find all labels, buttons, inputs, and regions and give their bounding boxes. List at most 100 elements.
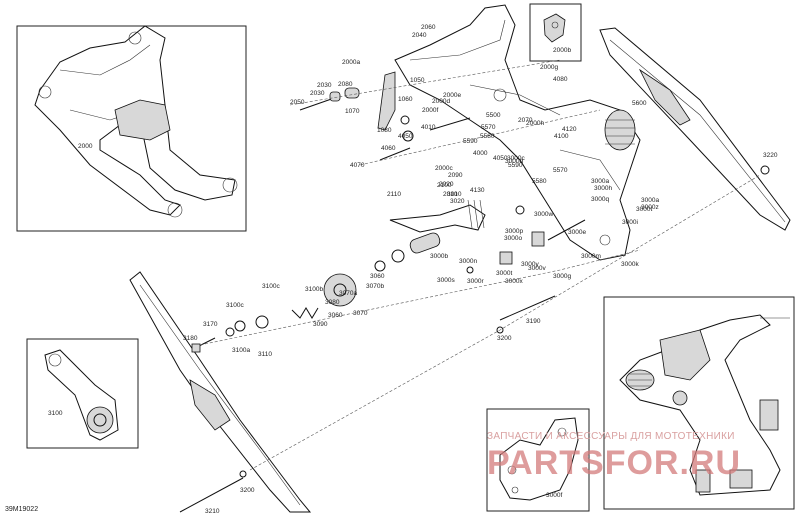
part-label-3100c: 3100c (226, 302, 244, 309)
part-label-2000b: 2000b (553, 47, 571, 54)
part-label-2090: 2090 (448, 172, 463, 179)
part-label-2000g: 2000g (540, 64, 558, 71)
part-label-3060: 3060 (370, 273, 385, 280)
part-label-3070b: 3070b (366, 283, 384, 290)
part-label-5500: 5500 (486, 112, 501, 119)
part-label-4120: 4120 (562, 126, 577, 133)
part-label-3000z: 3000z (641, 204, 659, 211)
part-label-3110: 3110 (258, 351, 272, 358)
part-label-1080: 1080 (377, 127, 392, 134)
watermark-brand: PARTSFOR.RU (487, 444, 741, 482)
part-label-4000: 4000 (473, 150, 488, 157)
part-label-3180: 3180 (183, 335, 198, 342)
part-label-2000e: 2000e (443, 92, 461, 99)
lever-drawing (44, 349, 119, 441)
part-label-1060: 1060 (398, 96, 413, 103)
part-label-4010: 4010 (421, 124, 436, 131)
part-label-2000h: 2000h (526, 120, 544, 127)
part-label-3210: 3210 (205, 508, 220, 515)
part-label-2080: 2080 (338, 81, 353, 88)
part-label-3020: 3020 (450, 198, 465, 205)
part-label-3100b: 3100b (305, 286, 323, 293)
diagram-code: 39M19022 (5, 506, 38, 513)
part-label-4070: 4070 (350, 162, 365, 169)
part-label-3190: 3190 (526, 318, 541, 325)
part-label-3060: 3060 (328, 312, 343, 319)
part-label-5590: 5590 (508, 162, 523, 169)
part-label-3070a: 3070a (339, 290, 357, 297)
clip-drawing (543, 13, 566, 43)
part-label-3000o: 3000o (504, 235, 522, 242)
part-label-3000b: 3000b (430, 253, 448, 260)
part-label-3000f: 3000f (546, 492, 562, 499)
part-label-3000t: 3000t (636, 206, 652, 213)
part-label-3010: 3010 (447, 191, 462, 198)
part-label-4050: 4050 (398, 133, 413, 140)
part-label-3100c: 3100c (262, 283, 280, 290)
part-label-2100: 2100 (437, 182, 452, 189)
part-label-3100: 3100 (48, 410, 63, 417)
exploded-parts-center (179, 71, 770, 513)
part-label-2000f: 2000f (422, 107, 438, 114)
part-label-3100a: 3100a (232, 347, 250, 354)
part-label-4130: 4130 (470, 187, 485, 194)
part-label-3000w: 3000w (534, 211, 553, 218)
part-label-2020: 2020 (439, 181, 454, 188)
part-label-3000c: 3000c (507, 155, 525, 162)
part-label-3200: 3200 (240, 487, 255, 494)
part-label-5580: 5580 (480, 133, 495, 140)
detail-arm-drawing (619, 314, 790, 496)
part-label-3080: 3080 (325, 299, 340, 306)
part-label-3090: 3090 (313, 321, 328, 328)
part-label-1070: 1070 (345, 108, 360, 115)
part-label-3000e: 3000e (568, 229, 586, 236)
part-label-4100: 4100 (554, 133, 569, 140)
inset-lever-box (26, 338, 139, 449)
part-label-5580: 5580 (532, 178, 547, 185)
part-label-3000v: 3000v (528, 265, 546, 272)
part-label-3000q: 3000q (591, 196, 609, 203)
part-label-2030: 2030 (317, 82, 332, 89)
part-label-2070: 2070 (518, 117, 533, 124)
part-label-3000n: 3000n (459, 258, 477, 265)
part-label-3000h: 3000h (594, 185, 612, 192)
rear-arm-drawing (394, 4, 641, 261)
part-label-2000d: 2000d (432, 98, 450, 105)
right-rail-drawing (599, 27, 791, 231)
part-label-3000a: 3000a (591, 178, 609, 185)
part-label-3000t: 3000t (496, 270, 512, 277)
part-label-4080: 4080 (553, 76, 568, 83)
part-label-4050: 4050 (493, 155, 508, 162)
part-label-3200: 3200 (497, 335, 512, 342)
part-label-5590: 5590 (463, 138, 478, 145)
part-label-3070: 3070 (353, 310, 368, 317)
part-label-5570: 5570 (481, 124, 496, 131)
part-label-3000y: 3000y (521, 261, 539, 268)
part-label-2030: 2030 (310, 90, 325, 97)
alignment-lines (199, 59, 761, 471)
part-label-4060: 4060 (381, 145, 396, 152)
part-label-2010: 2010 (443, 191, 458, 198)
part-label-3000g: 3000g (553, 273, 571, 280)
part-label-3000a: 3000a (641, 197, 659, 204)
part-label-3000x: 3000x (505, 278, 523, 285)
part-label-2000c: 2000c (435, 165, 453, 172)
part-label-5570: 5570 (553, 167, 568, 174)
part-label-3000m: 3000m (581, 253, 601, 260)
frame-assembly-drawing (34, 25, 238, 218)
part-label-2110: 2110 (387, 191, 401, 198)
watermark-tagline: ЗАПЧАСТИ И АКСЕССУАРЫ ДЛЯ МОТОТЕХНИКИ (487, 431, 735, 442)
part-label-3000i: 3000i (622, 219, 638, 226)
part-label-3000p: 3000p (505, 228, 523, 235)
inset-bracket-box (486, 408, 590, 512)
part-label-3000k: 3000k (621, 261, 639, 268)
part-label-2000: 2000 (78, 143, 93, 150)
part-label-2040: 2040 (412, 32, 427, 39)
left-rail-drawing (129, 271, 312, 513)
part-label-1050: 1050 (410, 77, 425, 84)
part-label-3000r: 3000r (467, 278, 484, 285)
part-label-2000a: 2000a (342, 59, 360, 66)
bracket-drawing (499, 417, 579, 501)
